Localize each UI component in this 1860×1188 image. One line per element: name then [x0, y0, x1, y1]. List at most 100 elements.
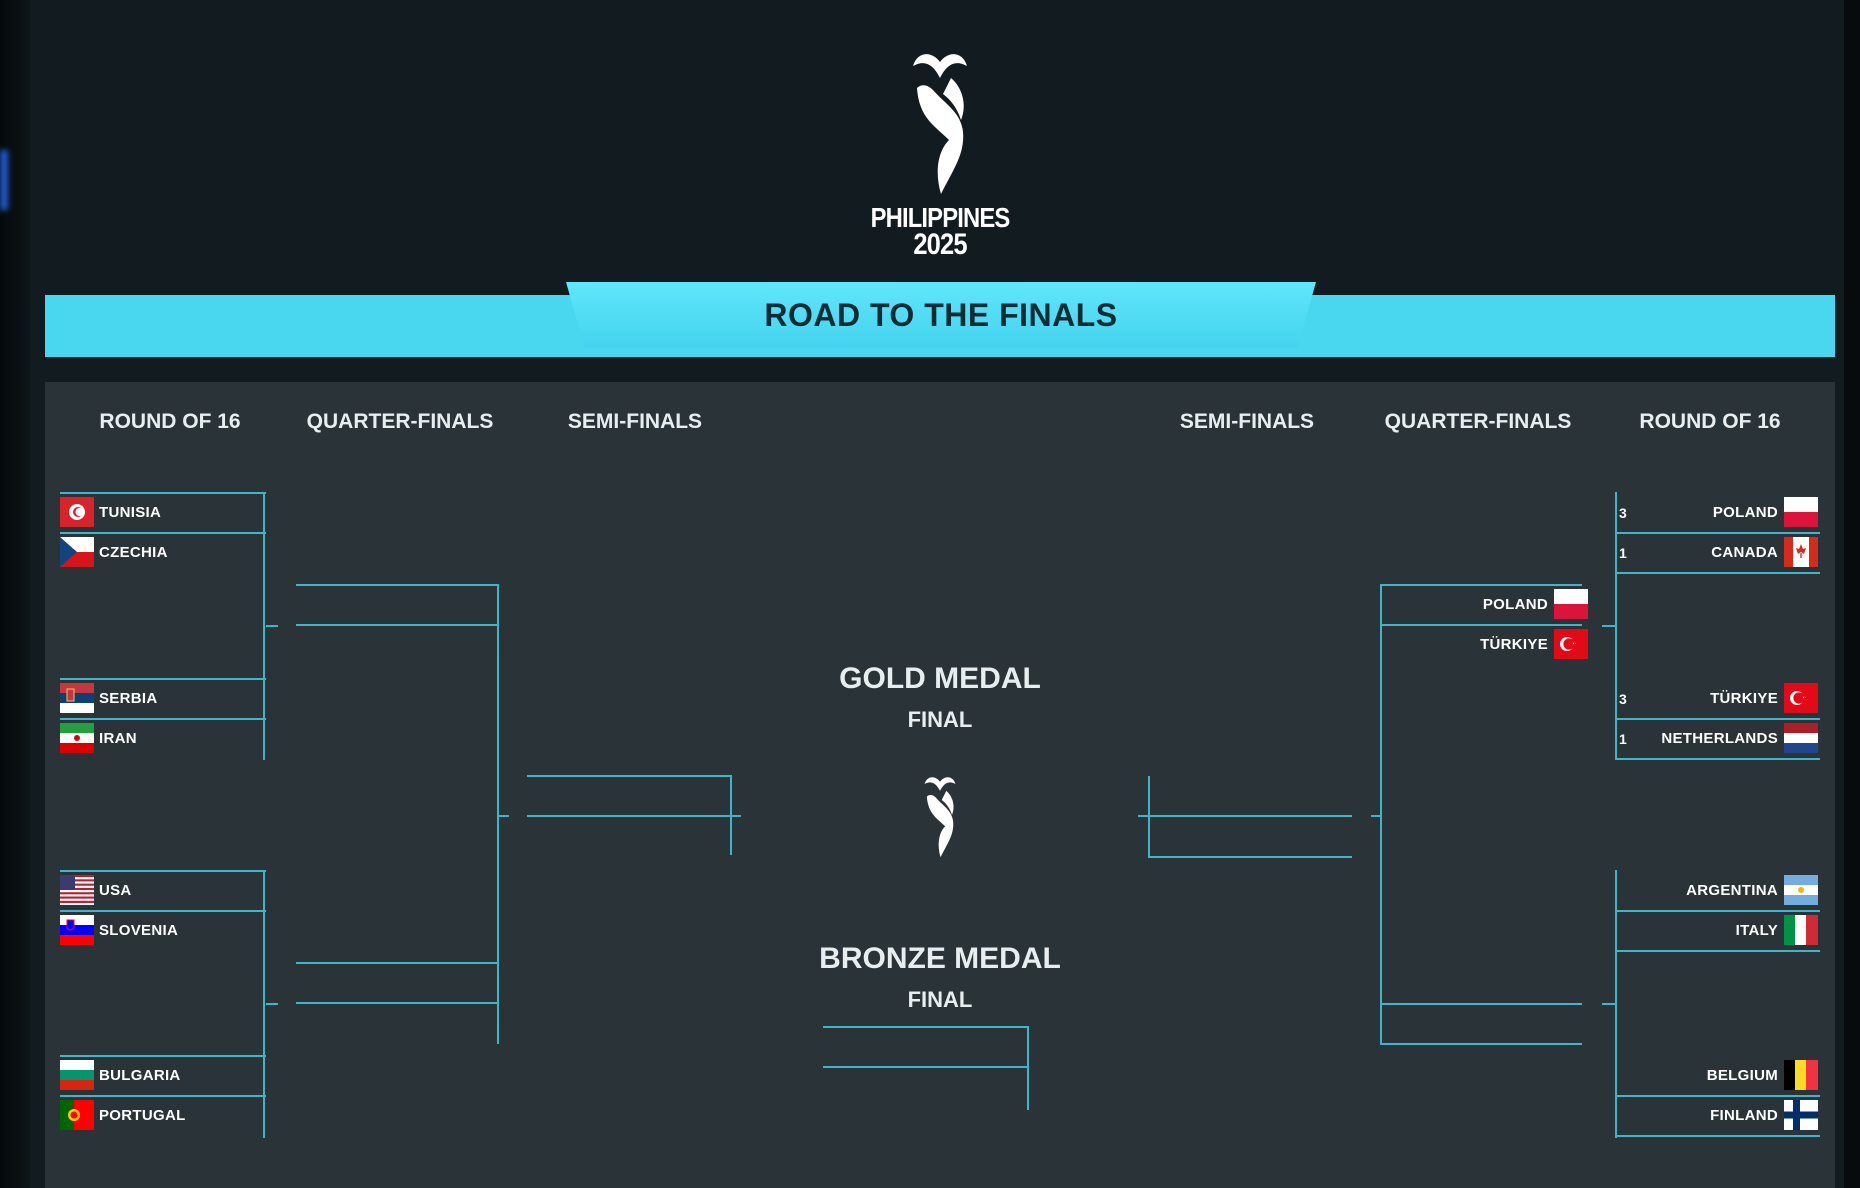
bracket-line — [60, 718, 266, 720]
flag-slovenia-icon — [60, 915, 94, 945]
bracket-line — [497, 584, 499, 1044]
logo-line1: PHILIPPINES — [870, 202, 1011, 233]
bracket-line — [266, 1003, 278, 1005]
bracket-line — [1615, 718, 1820, 720]
team-italy: ITALY — [1618, 911, 1818, 951]
finals-logo-icon — [924, 777, 956, 858]
bracket-line — [60, 678, 266, 680]
team-score: 1 — [1619, 731, 1628, 747]
bracket-line — [1615, 1095, 1820, 1097]
bracket-line — [296, 1002, 498, 1004]
bracket-line — [499, 815, 509, 817]
team-name: FINLAND — [1710, 1107, 1778, 1124]
team-name: SLOVENIA — [99, 922, 179, 939]
team-score: 3 — [1619, 505, 1628, 521]
bracket-line — [527, 775, 731, 777]
right-edge — [1844, 0, 1860, 1188]
bracket-line — [823, 1026, 1029, 1028]
edge-glow — [0, 150, 8, 210]
team-name: POLAND — [1482, 596, 1548, 613]
bracket-line — [1380, 1003, 1582, 1005]
team-name: IRAN — [99, 730, 137, 747]
team-slovenia: SLOVENIA — [60, 911, 260, 951]
team-argentina: ARGENTINA — [1618, 871, 1818, 911]
bracket-line — [60, 870, 266, 872]
team-canada: CANADA 1 — [1618, 533, 1818, 573]
logo-line2: 2025 — [913, 228, 967, 261]
bracket-line — [1615, 950, 1820, 952]
team-finland: FINLAND — [1618, 1096, 1818, 1136]
team-name: ITALY — [1735, 922, 1778, 939]
header-left-semi-finals: SEMI-FINALS — [567, 410, 703, 433]
flag-finland-icon — [1784, 1100, 1818, 1130]
bracket-line — [1615, 1135, 1820, 1137]
bracket-line — [1602, 1003, 1616, 1005]
bracket-line — [1380, 584, 1382, 1044]
bracket-line — [1615, 572, 1820, 574]
team-tunisia: TUNISIA — [60, 493, 260, 533]
bracket-line — [1615, 870, 1617, 1138]
flag-italy-icon — [1784, 915, 1818, 945]
bracket-line — [823, 1066, 1029, 1068]
bracket-line — [1148, 856, 1352, 858]
bracket-line — [60, 1095, 266, 1097]
team-name: TÜRKIYE — [1480, 636, 1548, 653]
flag-poland-icon — [1784, 497, 1818, 527]
flag-czechia-icon — [60, 537, 94, 567]
flag-netherlands-icon — [1784, 723, 1818, 753]
header-left-quarter-finals: QUARTER-FINALS — [306, 410, 494, 433]
bracket-line — [60, 492, 266, 494]
header-right-round-of-16: ROUND OF 16 — [1639, 410, 1781, 433]
flag-turkiye-icon — [1554, 629, 1588, 659]
bracket-line — [527, 815, 741, 817]
team-iran: IRAN — [60, 719, 260, 759]
flag-portugal-icon — [60, 1100, 94, 1130]
gold-medal-sub: FINAL — [907, 707, 973, 732]
flag-tunisia-icon — [60, 497, 94, 527]
banner-center-plate — [566, 282, 1316, 348]
bracket-line — [263, 870, 265, 1138]
team-name: USA — [99, 882, 132, 899]
flag-usa-icon — [60, 875, 94, 905]
bracket-line — [296, 584, 498, 586]
team-name: CZECHIA — [99, 544, 168, 561]
flag-argentina-icon — [1784, 875, 1818, 905]
flag-turkiye-icon — [1784, 683, 1818, 713]
team-name: BELGIUM — [1706, 1067, 1778, 1084]
bracket-line — [1027, 1026, 1029, 1110]
flag-bulgaria-icon — [60, 1060, 94, 1090]
bracket-line — [60, 910, 266, 912]
team-czechia: CZECHIA — [60, 533, 260, 573]
flag-canada-icon — [1784, 537, 1818, 567]
flag-poland-icon — [1554, 589, 1588, 619]
bracket-line — [1615, 910, 1820, 912]
bracket-line — [1602, 625, 1616, 627]
bronze-medal-sub: FINAL — [907, 987, 973, 1012]
team-score: 1 — [1619, 545, 1628, 561]
team-poland: POLAND 3 — [1618, 493, 1818, 533]
bracket-line — [1615, 492, 1617, 758]
bracket-line — [60, 1055, 266, 1057]
team-name: NETHERLANDS — [1661, 730, 1778, 747]
flag-iran-icon — [60, 723, 94, 753]
team-serbia: SERBIA — [60, 679, 260, 719]
team-bulgaria: BULGARIA — [60, 1056, 260, 1096]
bracket-line — [1615, 758, 1820, 760]
team-name: POLAND — [1712, 504, 1778, 521]
team-name: PORTUGAL — [99, 1107, 186, 1124]
header-right-quarter-finals: QUARTER-FINALS — [1384, 410, 1572, 433]
banner-title: ROAD TO THE FINALS — [764, 297, 1118, 333]
team-turkiye: TÜRKIYE — [1380, 625, 1588, 665]
team-belgium: BELGIUM — [1618, 1056, 1818, 1096]
bracket-line — [1380, 1043, 1582, 1045]
bracket-line — [730, 775, 732, 855]
bracket-line — [1380, 624, 1582, 626]
team-netherlands: NETHERLANDS 1 — [1618, 719, 1818, 759]
bracket-line — [263, 492, 265, 760]
team-name: CANADA — [1711, 544, 1778, 561]
team-name: TUNISIA — [99, 504, 162, 521]
header-left-round-of-16: ROUND OF 16 — [99, 410, 241, 433]
team-usa: USA — [60, 871, 260, 911]
